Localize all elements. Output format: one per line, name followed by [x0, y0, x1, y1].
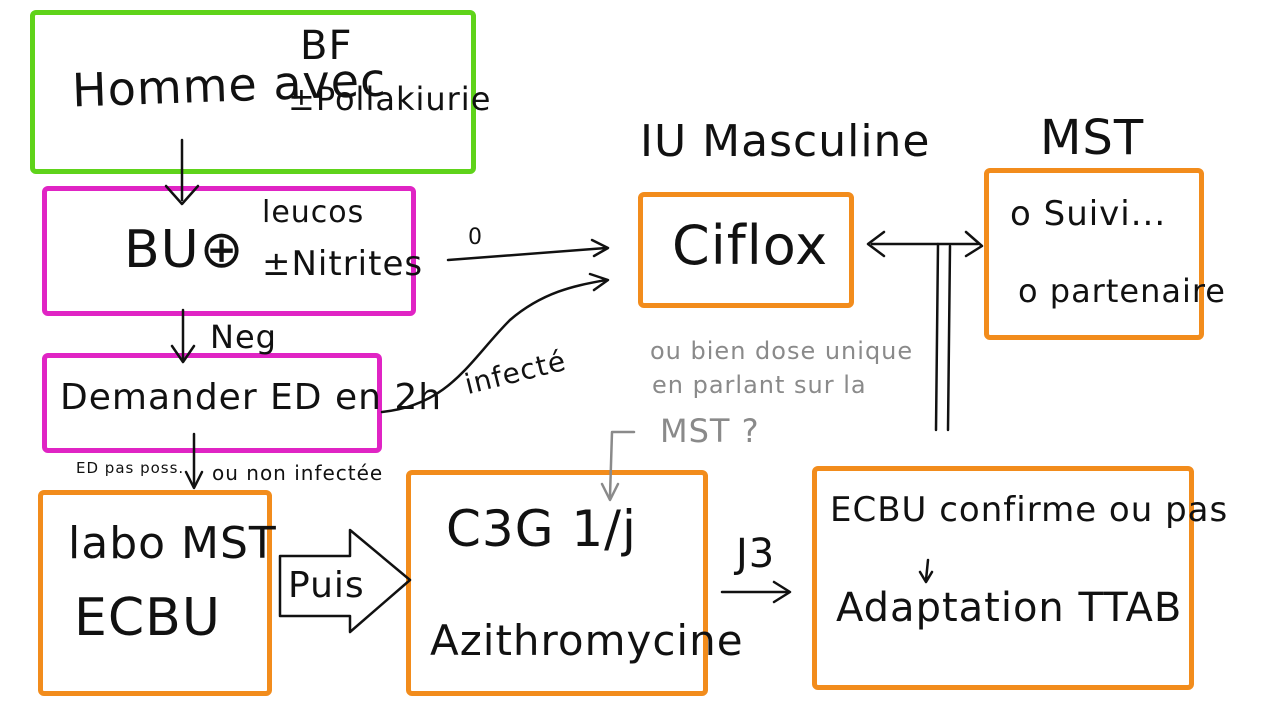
ecbu-line2: Adaptation TTAB	[836, 585, 1183, 631]
homme-pollakiurie: ±Pollakiurie	[288, 80, 492, 118]
label-neg: Neg	[210, 318, 277, 356]
box-ciflox	[638, 192, 854, 308]
arrow-bu-ciflox	[446, 246, 608, 262]
label-ist-title: MST	[1040, 110, 1145, 166]
label-iu-masculine: IU Masculine	[640, 116, 931, 167]
arrow-demander-ciflox	[380, 278, 608, 414]
ciflox-text: Ciflox	[672, 214, 829, 277]
note-line1: ou bien dose unique	[650, 337, 914, 365]
box-bu	[42, 186, 416, 316]
bu-main: BU⊕	[124, 220, 245, 280]
box-labo	[38, 490, 272, 696]
note-line2: en parlant sur la	[652, 371, 867, 399]
ist-line1: o Suivi...	[1010, 194, 1167, 234]
box-ecbu	[812, 466, 1194, 690]
c3g-line1: C3G 1/j	[446, 500, 637, 558]
demander-text: Demander ED en 2h	[60, 377, 443, 418]
note-line3: MST ?	[660, 412, 760, 450]
labo-line1: labo MST	[68, 518, 277, 569]
box-ist	[984, 168, 1204, 340]
labo-line2: ECBU	[74, 588, 221, 648]
box-c3g	[406, 470, 708, 696]
label-ou-non-infectee: ou non infectée	[212, 461, 384, 485]
arrow-note-c3g	[608, 430, 636, 498]
label-puis: Puis	[288, 565, 365, 606]
box-demander	[42, 353, 382, 453]
label-zero: 0	[468, 225, 483, 250]
box-homme	[30, 10, 476, 174]
c3g-line2: Azithromycine	[430, 616, 744, 665]
homme-bf: BF	[300, 23, 353, 69]
label-ed-pas-poss: ED pas poss.	[76, 459, 185, 477]
ist-line2: o partenaire	[1018, 272, 1226, 310]
label-j3: J3	[736, 531, 776, 577]
ecbu-line1: ECBU confirme ou pas	[830, 490, 1229, 530]
arrow-puis	[278, 528, 412, 634]
bu-leucos: leucos	[262, 195, 365, 230]
bu-nitrites: ±Nitrites	[262, 244, 424, 284]
